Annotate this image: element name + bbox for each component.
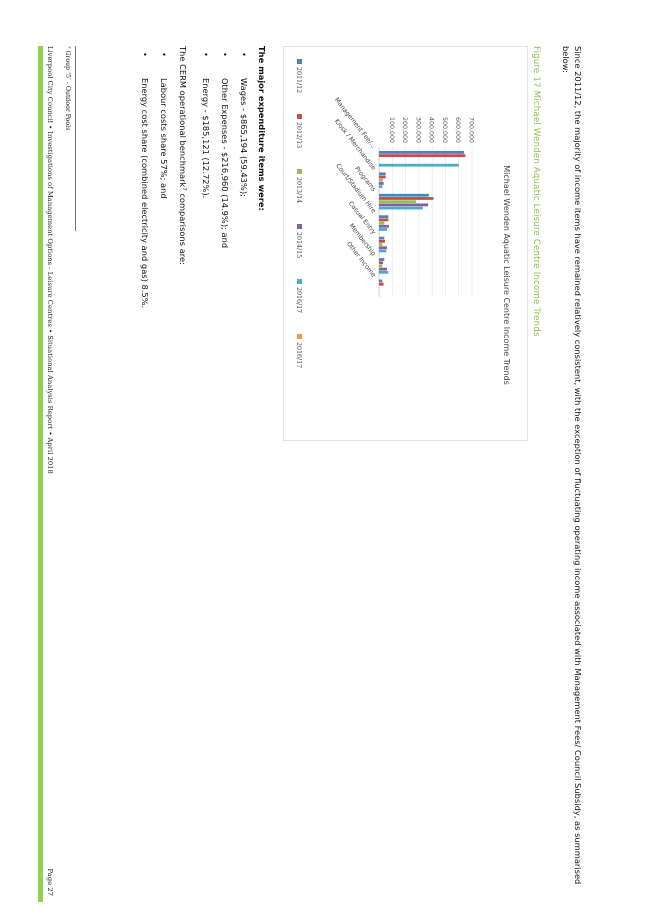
bar	[378, 264, 383, 268]
bar	[378, 200, 417, 204]
bullet-icon: •	[220, 52, 230, 57]
footnote: ⁷ Group ‘5’ - Outdoor Pools	[64, 46, 71, 131]
legend-swatch	[297, 169, 302, 174]
bar	[379, 270, 389, 274]
bar	[378, 236, 385, 240]
footer-accent-bar	[38, 46, 43, 902]
income-trends-chart: Michael Wenden Aquatic Leisure Centre In…	[283, 46, 528, 441]
legend-label: 2016/17	[295, 287, 302, 313]
bar	[378, 221, 385, 225]
benchmark-list: • Labour costs share 57%; and • Energy cos…	[131, 46, 169, 308]
list-item: • Wages - $865,194 (59.43%);	[230, 46, 249, 248]
bar	[378, 172, 386, 176]
bullet-icon: •	[239, 52, 249, 57]
expenditure-list: • Wages - $865,194 (59.43%); • Other Expen…	[192, 46, 249, 248]
page-number: Page 27	[46, 868, 54, 896]
y-tick-label: 300,000	[414, 117, 421, 143]
legend-swatch	[297, 224, 302, 229]
benchmark-text: The CERM operational benchmark⁷ comparis…	[178, 46, 188, 265]
legend-label: 2016/17	[295, 342, 302, 368]
list-item: • Other Expenses - $216,960 (14.9%); and	[211, 46, 230, 248]
y-tick-label: 400,000	[428, 117, 435, 143]
list-item-text: Wages - $865,194 (59.43%);	[239, 78, 249, 197]
bullet-icon: •	[201, 52, 211, 57]
bar	[379, 261, 383, 265]
bullet-icon: •	[159, 52, 169, 57]
bar	[379, 249, 387, 253]
bar	[379, 206, 423, 210]
list-item-text: Energy cost share (combined electricity …	[140, 78, 150, 309]
list-item-text: Energy - $185,121 (12.72%).	[201, 78, 211, 199]
page-footer: Liverpool City Council • Investigations …	[46, 46, 54, 474]
bar	[379, 197, 434, 200]
figure-caption: Figure 17 Michael Wenden Aquatic Leisure…	[531, 46, 541, 337]
bar	[378, 175, 386, 179]
chart-svg: Michael Wenden Aquatic Leisure Centre In…	[295, 59, 511, 385]
y-tick-label: 200,000	[401, 117, 408, 143]
bar	[378, 243, 383, 246]
legend-label: 2012/13	[295, 122, 302, 148]
bar	[378, 282, 384, 286]
y-tick-label: 600,000	[454, 117, 461, 143]
legend-label: 2011/12	[295, 67, 302, 93]
list-item: • Labour costs share 57%; and	[150, 46, 169, 308]
bar	[379, 154, 466, 157]
legend-swatch	[297, 59, 302, 64]
bar	[379, 203, 429, 207]
legend-swatch	[297, 114, 302, 119]
footnote-divider	[75, 46, 76, 231]
bar	[379, 218, 389, 222]
bullet-icon: •	[140, 52, 150, 57]
y-tick-label: 500,000	[441, 117, 448, 143]
bar	[379, 151, 465, 154]
legend-label: 2014/15	[295, 232, 302, 258]
list-item: • Energy cost share (combined electricity…	[131, 46, 150, 308]
bar	[379, 239, 385, 243]
bar	[378, 185, 383, 189]
bar	[379, 163, 459, 167]
intro-paragraph: Since 2011/12, the majority of income it…	[561, 46, 583, 885]
bar	[379, 215, 389, 219]
bar	[379, 228, 387, 231]
chart-title: Michael Wenden Aquatic Leisure Centre In…	[502, 165, 511, 385]
bar	[379, 178, 383, 182]
expenditure-heading: The major expenditure items were:	[257, 46, 267, 211]
bar	[378, 258, 385, 261]
list-item-text: Other Expenses - $216,960 (14.9%); and	[220, 78, 230, 249]
legend-swatch	[297, 279, 302, 284]
bar	[378, 182, 384, 185]
bar	[378, 279, 383, 283]
y-tick-label: 100,000	[388, 117, 395, 143]
bar	[378, 224, 389, 228]
legend-swatch	[297, 334, 302, 339]
list-item-text: Labour costs share 57%; and	[159, 78, 169, 199]
bar	[379, 267, 387, 271]
y-tick-label: 700,000	[468, 117, 475, 143]
bar	[378, 193, 429, 197]
legend-label: 2013/14	[295, 177, 302, 203]
bar	[379, 246, 387, 250]
list-item: • Energy - $185,121 (12.72%).	[192, 46, 211, 248]
